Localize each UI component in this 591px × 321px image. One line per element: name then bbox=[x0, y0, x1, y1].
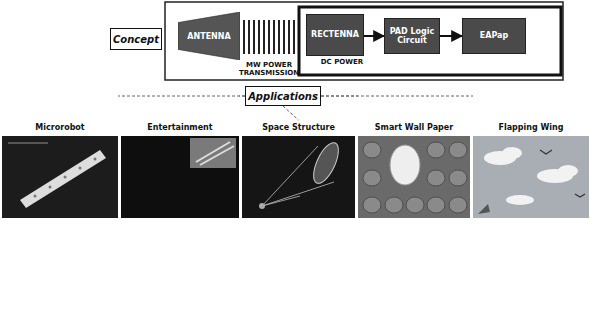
node-text: Smart Wall Paper bbox=[375, 123, 453, 132]
node-text: RECTENNA bbox=[311, 30, 359, 39]
application-panel: Space Structure bbox=[242, 120, 355, 218]
antenna-shape: ANTENNA bbox=[178, 12, 240, 60]
dashed-connector bbox=[118, 96, 245, 97]
entertainment-photo bbox=[121, 136, 239, 218]
space-structure-photo bbox=[242, 136, 355, 218]
annotation-label: DC POWER bbox=[312, 58, 372, 66]
node-text: Entertainment bbox=[147, 123, 212, 132]
rectenna-box: RECTENNA bbox=[306, 14, 364, 56]
application-panel: Flapping Wing bbox=[473, 120, 589, 218]
arrow-connector bbox=[364, 35, 384, 37]
inner-frame bbox=[299, 7, 561, 75]
application-panel: Entertainment bbox=[121, 120, 239, 218]
dashed-connector bbox=[321, 96, 473, 97]
node-text: Flapping Wing bbox=[499, 123, 564, 132]
microwave-beam bbox=[244, 20, 294, 54]
application-panel: Smart Wall Paper bbox=[358, 120, 470, 218]
node-text: Space Structure bbox=[262, 123, 335, 132]
logic-box: PAD Logic Circuit bbox=[384, 18, 440, 54]
node-text: PAD Logic Circuit bbox=[388, 27, 436, 45]
smart-wall-paper-photo bbox=[358, 136, 470, 218]
outer-frame bbox=[165, 2, 563, 80]
arrow-connector bbox=[440, 35, 462, 37]
node-text: ANTENNA bbox=[187, 32, 230, 41]
dashed-connector bbox=[283, 106, 299, 120]
node-text: Microrobot bbox=[35, 123, 84, 132]
flapping-wing-photo bbox=[473, 136, 589, 218]
node-text: Concept bbox=[113, 34, 159, 45]
application-panel: Microrobot bbox=[2, 120, 118, 218]
node-text: EAPap bbox=[480, 31, 508, 40]
node-text: Applications bbox=[248, 91, 318, 102]
annotation-label: MW POWER TRANSMISSION bbox=[236, 61, 302, 77]
microrobot-photo bbox=[2, 136, 118, 218]
concept-box: Concept bbox=[110, 28, 162, 50]
actuator-box: EAPap bbox=[462, 18, 526, 54]
applications-box: Applications bbox=[245, 86, 321, 106]
